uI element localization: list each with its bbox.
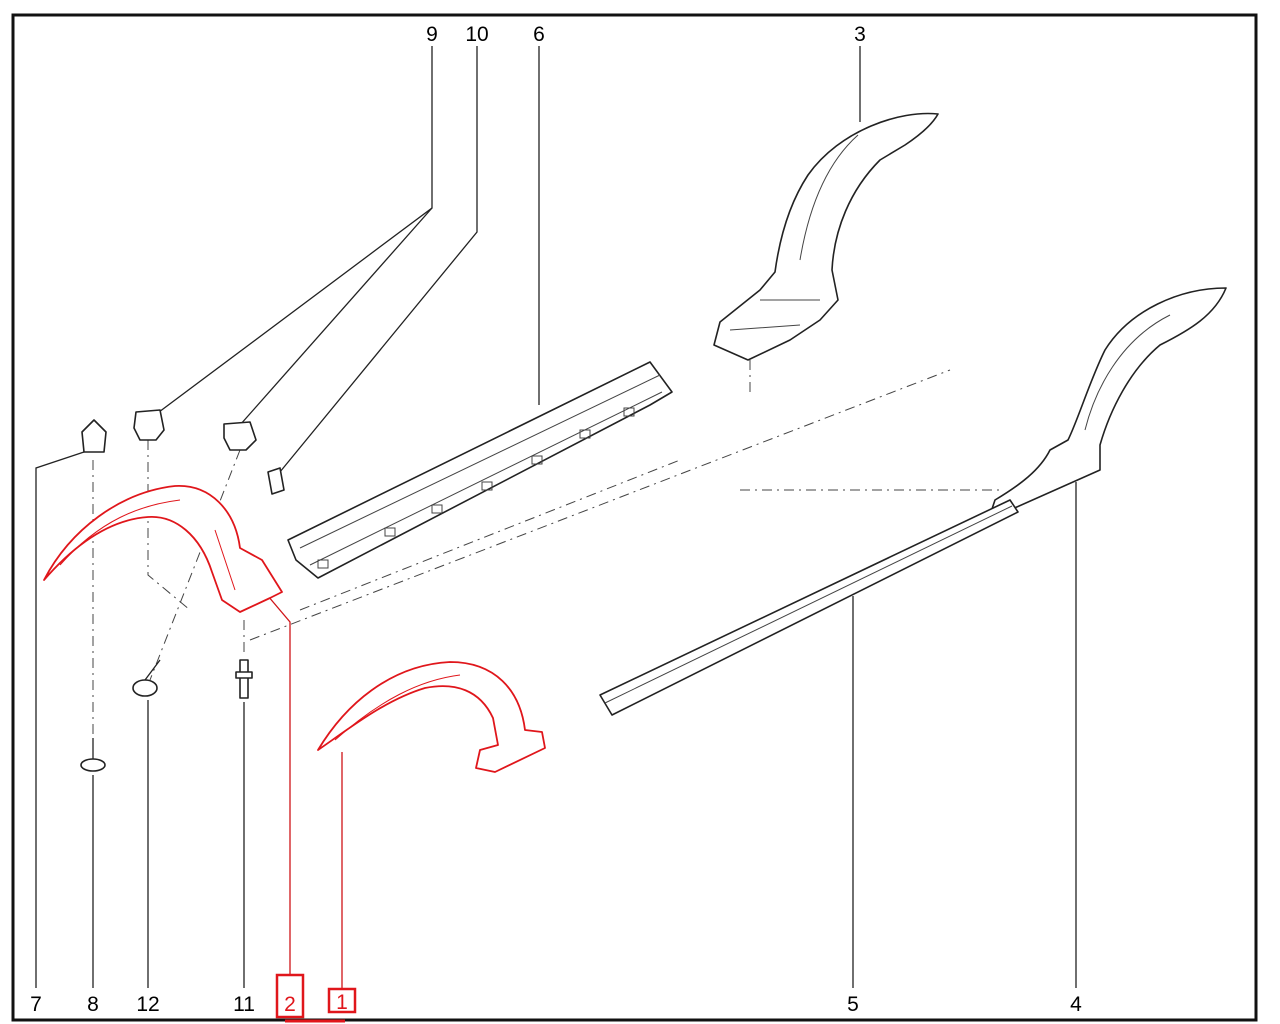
part-6-sill-rail xyxy=(287,361,673,579)
clip-9a-icon xyxy=(133,409,165,441)
callout-6: 6 xyxy=(533,23,545,46)
clip-10-icon xyxy=(267,467,285,495)
callout-1[interactable]: 1 xyxy=(336,991,348,1014)
assembly-lines xyxy=(92,360,1000,740)
callout-10: 10 xyxy=(465,23,488,46)
callout-1-highlight xyxy=(327,987,357,1014)
screw-8-icon xyxy=(80,738,106,772)
callout-4: 4 xyxy=(1070,993,1082,1016)
part-3-rear-arch xyxy=(713,112,939,361)
stud-11-icon xyxy=(235,659,253,699)
part-4-outer-rear-arch xyxy=(989,287,1227,516)
leader-lines xyxy=(35,46,1077,988)
part-2-front-arch-inner xyxy=(43,485,283,613)
callout-2-highlight xyxy=(275,973,305,1019)
diagram-frame xyxy=(11,13,1258,1022)
callout-9: 9 xyxy=(426,23,438,46)
clip-9b-icon xyxy=(223,421,257,451)
screw-12-icon xyxy=(132,659,161,697)
callout-labels: 9 10 6 3 7 8 12 11 2 1 5 4 xyxy=(30,23,1082,1023)
fasteners xyxy=(80,409,285,772)
part-1-front-arch-outer xyxy=(317,661,546,773)
callout-7: 7 xyxy=(30,993,42,1016)
callout-12: 12 xyxy=(136,993,159,1016)
callout-2[interactable]: 2 xyxy=(284,993,296,1016)
clip-7-icon xyxy=(81,419,107,453)
callout-11: 11 xyxy=(233,993,255,1016)
callout-5: 5 xyxy=(847,993,859,1016)
callout-3: 3 xyxy=(854,23,866,46)
part-5-outer-sill xyxy=(599,499,1019,716)
callout-8: 8 xyxy=(87,993,99,1016)
